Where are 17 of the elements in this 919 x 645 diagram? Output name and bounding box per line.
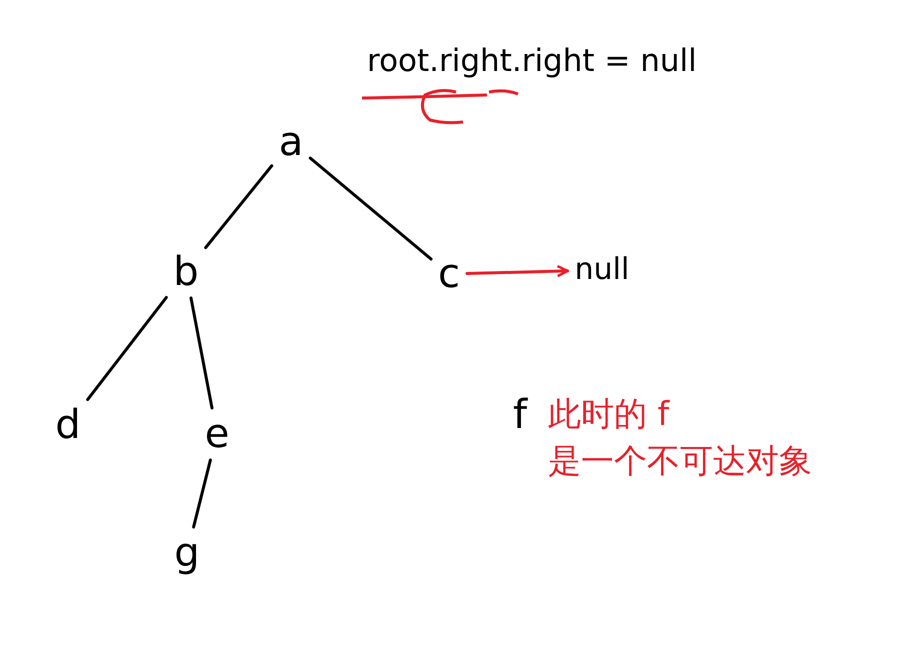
tree-branch bbox=[190, 296, 214, 410]
node-label: d bbox=[52, 403, 84, 447]
tree-branch bbox=[204, 164, 274, 250]
tree-branch bbox=[86, 296, 168, 401]
node-label: c bbox=[435, 252, 463, 296]
note-text: 是一个不可达对象 bbox=[548, 444, 812, 477]
node-label: null bbox=[572, 253, 632, 287]
tree-branch bbox=[192, 458, 212, 528]
note-text: 此时的 f bbox=[548, 397, 670, 430]
node-label: g bbox=[171, 531, 203, 575]
node-label: e bbox=[202, 412, 232, 456]
node-label: a bbox=[276, 120, 306, 164]
arrow bbox=[466, 264, 570, 278]
tree-branch bbox=[308, 156, 432, 260]
node-label: f bbox=[510, 393, 530, 437]
code-text: root.right.right = null bbox=[367, 46, 697, 77]
node-label: b bbox=[170, 250, 202, 294]
